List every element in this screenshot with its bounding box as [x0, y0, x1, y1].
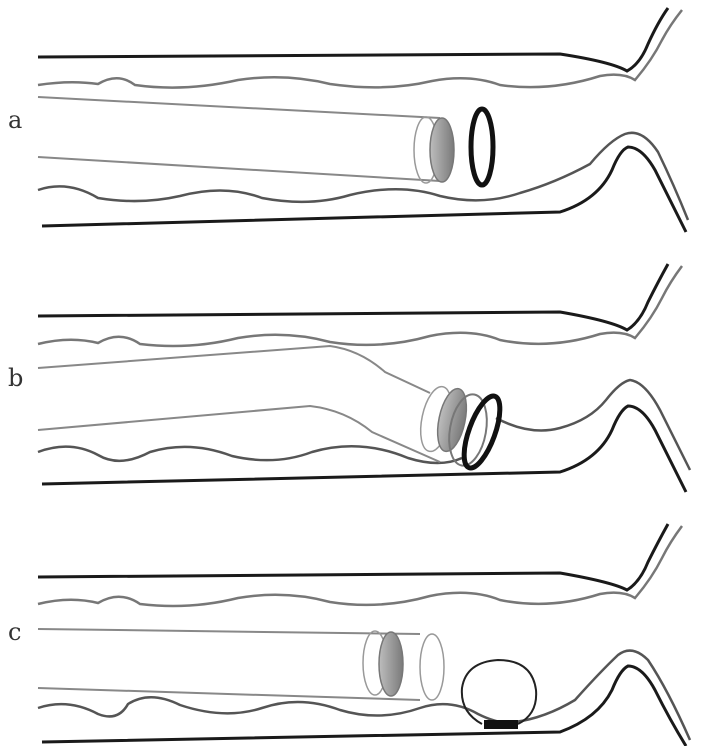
ligated-pseudopolyp	[462, 660, 536, 724]
vessel-outer-wall-top	[38, 8, 668, 71]
endoscope-tube-top	[38, 346, 430, 393]
panel-label-c: c	[8, 620, 21, 644]
vessel-outer-wall-top	[38, 524, 668, 590]
endoscope-tube-top	[38, 97, 440, 118]
ligation-ring	[471, 109, 493, 185]
endoscope-tube-bottom	[38, 688, 420, 700]
panel-b	[38, 264, 690, 492]
endoscope-lens	[379, 632, 403, 696]
endoscope-tube-top	[38, 629, 420, 634]
vessel-inner-wall-bottom	[38, 446, 462, 463]
endoscope-lens	[430, 118, 454, 182]
panel-a	[38, 8, 688, 232]
endoscope-tube-bottom	[38, 157, 440, 181]
vessel-outer-wall-bottom	[42, 406, 686, 492]
panel-label-b: b	[8, 366, 23, 390]
panel-c	[38, 524, 690, 746]
vessel-inner-wall-top	[38, 266, 682, 346]
vessel-inner-wall-top	[38, 526, 682, 606]
vessel-inner-wall-top	[38, 10, 682, 88]
vessel-outer-wall-top	[38, 264, 668, 330]
endoscope-tube-bottom	[38, 406, 440, 462]
vessel-outer-wall-bottom	[42, 147, 686, 232]
endoscope-tip-front	[420, 634, 444, 700]
panel-label-a: a	[8, 108, 22, 132]
vessel-inner-wall-bottom	[38, 651, 690, 740]
ligation-band-clip	[484, 720, 518, 729]
